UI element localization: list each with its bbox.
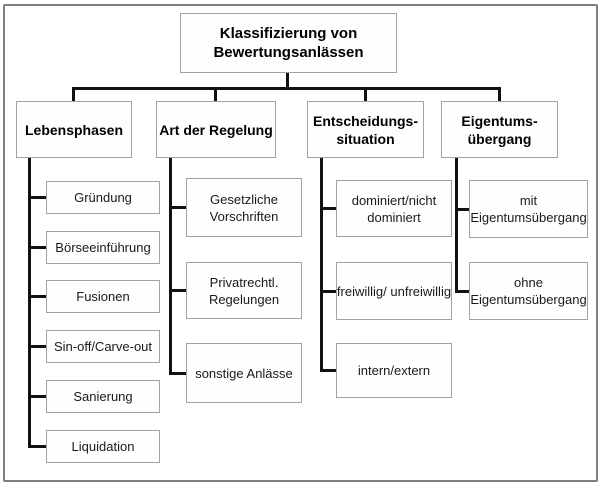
leaf-node-fusionen: Fusionen [46, 280, 160, 313]
connector-line [72, 87, 501, 90]
connector-line [28, 295, 46, 298]
leaf-node-sanierung: Sanierung [46, 380, 160, 413]
leaf-label: Sin-off/Carve-out [53, 339, 153, 354]
root-node-klassifizierung: Klassifizierung von Bewertungsanlässen [180, 13, 397, 73]
connector-line [320, 369, 336, 372]
connector-line [28, 345, 46, 348]
leaf-node-sonstige-anlaesse: sonstige Anlässe [186, 343, 302, 403]
category-node-lebensphasen: Lebensphasen [16, 101, 132, 158]
leaf-node-intern-extern: intern/extern [336, 343, 452, 398]
connector-line [455, 158, 458, 292]
category-label: Lebensphasen [24, 121, 124, 138]
leaf-node-freiwillig-unfreiwillig: freiwillig/ unfreiwillig [336, 262, 452, 320]
leaf-node-boerseeinfuehrung: Börseeinführung [46, 231, 160, 264]
connector-line [28, 395, 46, 398]
connector-line [169, 289, 186, 292]
leaf-node-liquidation: Liquidation [46, 430, 160, 463]
connector-line [72, 88, 75, 101]
connector-line [28, 445, 46, 448]
leaf-node-dominiert-nicht-dominiert: dominiert/nicht dominiert [336, 180, 452, 237]
category-label: Eigentums- übergang [461, 112, 538, 147]
root-node-label: Klassifizierung von Bewertungsanlässen [213, 25, 364, 61]
connector-line [28, 246, 46, 249]
leaf-node-ohne-eigentumsuebergang: ohne Eigentumsübergang [469, 262, 588, 320]
connector-line [320, 290, 336, 293]
leaf-label: ohne Eigentumsübergang [470, 275, 587, 307]
connector-line [498, 88, 501, 101]
leaf-node-privatrechtl-regelungen: Privatrechtl. Regelungen [186, 262, 302, 319]
leaf-label: dominiert/nicht dominiert [351, 192, 437, 225]
connector-line [169, 372, 186, 375]
leaf-label: Sanierung [73, 389, 133, 404]
leaf-label: Börseeinführung [55, 240, 151, 255]
connector-line [28, 196, 46, 199]
category-node-eigentumsuebergang: Eigentums- übergang [441, 101, 558, 158]
leaf-label: intern/extern [357, 363, 431, 378]
connector-line [455, 208, 469, 211]
category-label: Art der Regelung [159, 121, 273, 138]
leaf-node-sin-off-carve-out: Sin-off/Carve-out [46, 330, 160, 363]
connector-line [169, 158, 172, 375]
leaf-label: Gesetzliche Vorschriften [209, 191, 279, 224]
leaf-label: Privatrechtl. Regelungen [208, 274, 280, 307]
leaf-node-gruendung: Gründung [46, 181, 160, 214]
leaf-label: sonstige Anlässe [195, 365, 293, 381]
leaf-label: Gründung [74, 190, 132, 205]
leaf-label: Fusionen [76, 289, 130, 304]
leaf-label: mit Eigentumsübergang [470, 193, 587, 225]
category-node-art-der-regelung: Art der Regelung [156, 101, 276, 158]
connector-line [320, 207, 336, 210]
connector-line [28, 158, 31, 448]
connector-line [320, 158, 323, 371]
connector-line [214, 88, 217, 101]
leaf-node-gesetzliche-vorschriften: Gesetzliche Vorschriften [186, 178, 302, 237]
connector-line [364, 88, 367, 101]
connector-line [455, 290, 469, 293]
leaf-node-mit-eigentumsuebergang: mit Eigentumsübergang [469, 180, 588, 238]
leaf-label: Liquidation [71, 439, 135, 454]
category-label: Entscheidungs- situation [312, 112, 418, 147]
category-node-entscheidungssituation: Entscheidungs- situation [307, 101, 424, 158]
connector-line [169, 206, 186, 209]
connector-line [286, 73, 289, 89]
leaf-label: freiwillig/ unfreiwillig [336, 283, 452, 299]
